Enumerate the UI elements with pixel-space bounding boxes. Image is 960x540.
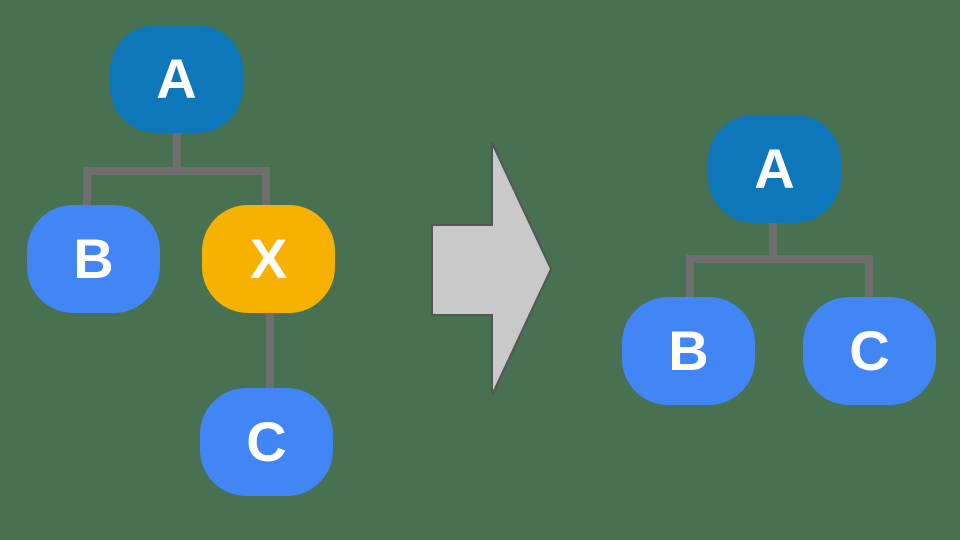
node-c-after: C xyxy=(803,297,936,405)
node-a-before: A xyxy=(110,25,243,133)
node-a-before-label: A xyxy=(156,47,197,110)
node-c-before-label: C xyxy=(246,410,287,473)
edge-horizontal-after xyxy=(686,255,873,263)
edge-a-stem-after xyxy=(769,221,777,261)
edge-a-b-before xyxy=(83,167,91,209)
arrow-right-shape xyxy=(431,142,553,396)
node-c-before: C xyxy=(200,388,333,496)
edge-a-c-after xyxy=(865,255,873,300)
node-b-after: B xyxy=(622,297,755,405)
node-a-after: A xyxy=(708,115,841,223)
node-b-before: B xyxy=(27,205,160,313)
node-x-before: X xyxy=(202,205,335,313)
node-a-after-label: A xyxy=(754,137,795,200)
node-x-before-label: X xyxy=(249,227,288,290)
edge-a-b-after xyxy=(686,255,694,300)
edge-a-x-before xyxy=(262,167,270,209)
node-b-after-label: B xyxy=(668,319,709,382)
edge-x-c-before xyxy=(266,310,274,392)
edge-horizontal-before xyxy=(83,167,270,175)
node-b-before-label: B xyxy=(73,227,114,290)
edge-a-stem-before xyxy=(173,131,181,171)
node-c-after-label: C xyxy=(849,319,890,382)
arrow-right-icon xyxy=(431,142,553,396)
